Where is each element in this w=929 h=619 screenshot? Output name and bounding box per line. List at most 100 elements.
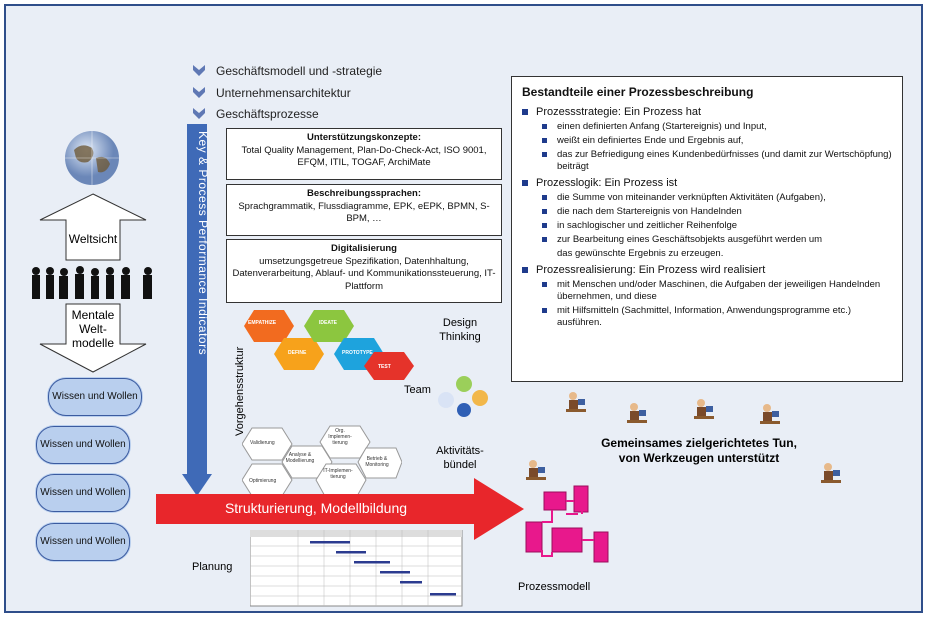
people-silhouettes-icon <box>32 266 152 299</box>
box-body: umsetzungsgetreue Spezifikation, Datenhh… <box>232 255 496 292</box>
list-item: zur Bearbeitung eines Geschäftsobjekts a… <box>542 234 892 246</box>
section-head: Prozessrealisierung: Ein Prozess wird re… <box>536 264 766 276</box>
bullet-icon <box>542 223 547 228</box>
bullet-icon <box>542 152 547 157</box>
kpi-arrow <box>182 124 212 496</box>
top-item-prozesse: Geschäftsprozesse <box>192 107 319 121</box>
box-title: Digitalisierung <box>331 243 397 254</box>
bundle-betrieb: Betrieb & Monitoring <box>365 456 389 468</box>
bullet-icon <box>542 209 547 214</box>
hex-ideate: IDEATE <box>319 320 337 326</box>
bullet-icon <box>522 109 528 115</box>
item-text: in sachlogischer und zeitlicher Reihenfo… <box>557 220 738 231</box>
cloud-wissen-2: Wissen und Wollen <box>36 426 130 464</box>
strukturierung-label: Strukturierung, Modellbildung <box>224 500 408 516</box>
weltsicht-arrow <box>39 193 147 261</box>
hex-prototype: PROTOTYPE <box>342 350 373 356</box>
item-text: das zur Befriedigung eines Kundenbedürfn… <box>557 149 892 172</box>
box-digitalisierung: Digitalisierung umsetzungsgetreue Spezif… <box>226 239 502 303</box>
list-item: die nach dem Startereignis von Handelnde… <box>542 206 892 218</box>
gantt-chart <box>250 530 463 607</box>
top-item-strategie: Geschäftsmodell und -strategie <box>192 64 382 78</box>
item-text: die Summe von miteinander verknüpften Ak… <box>557 192 826 203</box>
list-item: das gewünschte Ergebnis zu erzeugen. <box>557 248 892 260</box>
bullet-icon <box>522 267 528 273</box>
chevron-down-icon <box>193 65 205 76</box>
section-head: Prozesslogik: Ein Prozess ist <box>536 177 678 189</box>
item-text: mit Hilfsmitteln (Sachmittel, Informatio… <box>557 305 852 328</box>
list-item: in sachlogischer und zeitlicher Reihenfo… <box>542 220 892 232</box>
item-text: einen definierten Anfang (Startereignis)… <box>557 121 767 132</box>
list-item: mit Hilfsmitteln (Sachmittel, Informatio… <box>542 305 892 329</box>
bullet-icon <box>542 195 547 200</box>
bullet-icon <box>542 237 547 242</box>
team-icon <box>438 376 488 417</box>
diagram-frame: Geschäftsmodell und -strategie Unternehm… <box>4 4 923 613</box>
box-unterstuetzung: Unterstützungskonzepte: Total Quality Ma… <box>226 128 502 180</box>
item-text: das gewünschte Ergebnis zu erzeugen. <box>557 248 724 259</box>
worker-icon <box>627 403 647 423</box>
box-body: Total Quality Management, Plan-Do-Check-… <box>241 144 487 169</box>
top-item-label: Geschäftsprozesse <box>216 107 319 121</box>
prozessmodell-diagram <box>525 485 609 563</box>
worker-icon <box>526 460 546 480</box>
bullet-icon <box>542 138 547 143</box>
planung-label: Planung <box>192 561 233 573</box>
prozessmodell-label: Prozessmodell <box>518 581 591 593</box>
bundle-optimierung: Optimierung <box>249 478 277 484</box>
bullet-icon <box>542 124 547 129</box>
box-title: Beschreibungssprachen: <box>306 188 422 199</box>
section-realisierung: Prozessrealisierung: Ein Prozess wird re… <box>522 263 892 277</box>
bullet-icon <box>542 308 547 313</box>
aktivitaet-label: Aktivitäts-bündel <box>436 445 484 471</box>
item-text: weißt ein definiertes Ende und Ergebnis … <box>557 135 744 146</box>
mentale-arrow <box>39 303 147 373</box>
bullet-icon <box>542 282 547 287</box>
list-item: das zur Befriedigung eines Kundenbedürfn… <box>542 149 892 173</box>
bundle-validierung: Validierung <box>250 440 275 446</box>
list-item: weißt ein definiertes Ende und Ergebnis … <box>542 135 892 147</box>
strukturierung-arrow <box>156 478 524 540</box>
prozessbeschreibung-box: Bestandteile einer Prozessbeschreibung P… <box>511 76 903 382</box>
mentale-label: Mentale Welt-modelle <box>71 308 115 350</box>
design-thinking-hexagons <box>244 310 414 380</box>
weltsicht-label: Weltsicht <box>68 232 118 246</box>
bullet-icon <box>522 180 528 186</box>
section-strategie: Prozessstrategie: Ein Prozess hat <box>522 105 892 119</box>
list-item: einen definierten Anfang (Startereignis)… <box>542 121 892 133</box>
cloud-wissen-3: Wissen und Wollen <box>36 474 130 512</box>
worker-icon <box>566 392 586 412</box>
item-text: die nach dem Startereignis von Handelnde… <box>557 206 742 217</box>
worker-icon <box>760 404 780 424</box>
kpi-label: Key & Process Performance Indicators <box>196 131 210 356</box>
bundle-org: Org. Implemen-tierung <box>328 428 352 446</box>
item-text: zur Bearbeitung eines Geschäftsobjekts a… <box>557 234 823 245</box>
chevron-down-icon <box>193 87 205 98</box>
worker-icon <box>821 463 841 483</box>
hex-empathize: EMPATHIZE <box>248 320 277 326</box>
box-beschreibung: Beschreibungssprachen: Sprachgrammatik, … <box>226 184 502 236</box>
top-item-architektur: Unternehmensarchitektur <box>192 86 351 100</box>
activity-bundle-hexagons <box>242 425 402 499</box>
top-item-label: Geschäftsmodell und -strategie <box>216 64 383 78</box>
item-text: mit Menschen und/oder Maschinen, die Auf… <box>557 279 881 302</box>
top-item-label: Unternehmensarchitektur <box>216 86 351 100</box>
section-logik: Prozesslogik: Ein Prozess ist <box>522 176 892 190</box>
cloud-wissen-1: Wissen und Wollen <box>48 378 142 416</box>
gemeinsam-label: Gemeinsames zielgerichtetes Tun, von Wer… <box>601 436 797 465</box>
hex-test: TEST <box>378 364 391 370</box>
box-title: Unterstützungskonzepte: <box>307 132 421 143</box>
section-head: Prozessstrategie: Ein Prozess hat <box>536 106 702 118</box>
chevron-down-icon <box>193 108 205 119</box>
list-item: die Summe von miteinander verknüpften Ak… <box>542 192 892 204</box>
cloud-wissen-4: Wissen und Wollen <box>36 523 130 561</box>
hex-define: DEFINE <box>288 350 307 356</box>
globe-icon <box>65 131 119 185</box>
box-body: Sprachgrammatik, Flussdiagramme, EPK, eE… <box>238 200 490 225</box>
team-label: Team <box>404 384 431 396</box>
bundle-it: IT-Implemen-tierung <box>323 468 353 480</box>
worker-icon <box>694 399 714 419</box>
list-item: mit Menschen und/oder Maschinen, die Auf… <box>542 279 892 303</box>
bundle-analyse: Analyse & Modellierung <box>285 452 315 464</box>
design-thinking-label: Design Thinking <box>439 317 481 343</box>
